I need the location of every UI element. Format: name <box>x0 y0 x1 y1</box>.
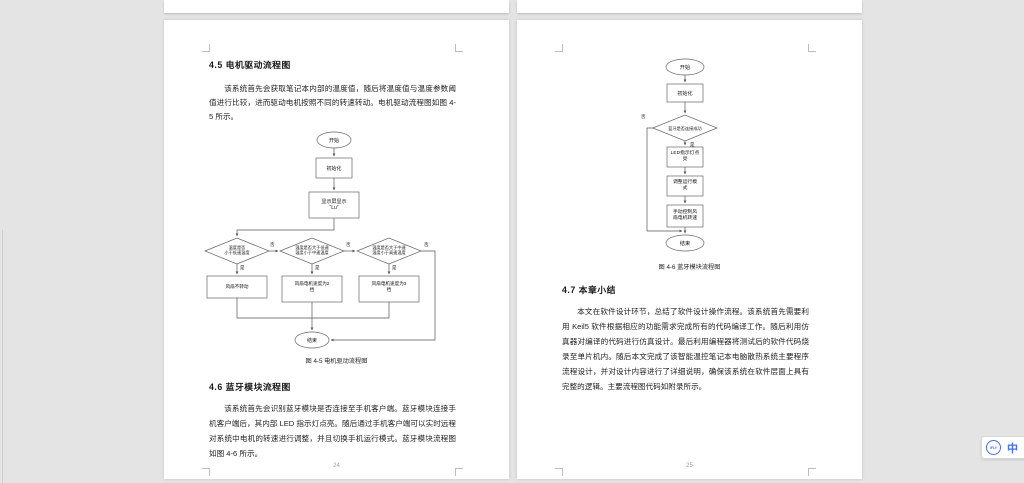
paragraph-4-6[interactable]: 该系统首先会识别蓝牙模块是否连接至手机客户端。蓝牙模块连接手机客户端后，其内部 … <box>209 404 456 458</box>
bluetooth-flowchart[interactable]: 开始 初始化 蓝牙是否连接成功 否 是 LED指示灯点 亮 调整运行模 式 手动… <box>640 57 750 272</box>
node-display[interactable]: 显示屏显示 “Lu” <box>321 199 347 211</box>
margin-mark-top-left <box>202 44 210 52</box>
previous-page-bottom-right[interactable] <box>517 0 862 13</box>
node-end[interactable]: 结束 <box>679 240 691 247</box>
motor-drive-flowchart[interactable]: 开始 初始化 显示屏显示 “Lu” 温度是否 小于低速温度 温度是否大于低速 温… <box>191 130 491 365</box>
branch-yes-2: 是 <box>315 265 320 270</box>
figure-caption-4-6: 图 4-6 蓝牙模块流程图 <box>658 264 721 271</box>
branch-no-3: 否 <box>424 242 429 247</box>
section-heading-4-5[interactable]: 4.5 电机驱动流程图 <box>209 60 291 70</box>
node-fan-off[interactable]: 风扇不转动 <box>225 284 249 289</box>
ime-chinese-mode-toggle[interactable]: 中 <box>1007 442 1018 455</box>
margin-mark-top-right <box>455 44 463 52</box>
margin-mark-top-right <box>808 44 816 52</box>
page-number-24: 24 <box>333 463 340 469</box>
page-number-25: 25 <box>686 463 693 469</box>
node-fan-speed-3[interactable]: 风扇电机速度为3 挡 <box>371 281 407 292</box>
branch-no: 否 <box>641 114 646 119</box>
ifly-logo-icon[interactable]: iFLY <box>986 440 1001 455</box>
document-page-25[interactable]: 开始 初始化 蓝牙是否连接成功 否 是 LED指示灯点 亮 调整运行模 式 手动… <box>517 20 862 479</box>
document-page-24[interactable]: 4.5 电机驱动流程图 该系统首先会获取笔记本内部的温度值，随后将温度值与温度参… <box>164 20 509 479</box>
node-led-on[interactable]: LED指示灯点 亮 <box>670 151 700 162</box>
margin-mark-bottom-left <box>202 468 210 476</box>
node-adjust-mode[interactable]: 调整运行模 式 <box>673 180 697 191</box>
margin-mark-bottom-right <box>455 468 463 476</box>
left-panel-divider <box>2 230 3 483</box>
branch-no-2: 否 <box>346 242 351 247</box>
node-start[interactable]: 开始 <box>328 137 339 144</box>
section-heading-4-7[interactable]: 4.7 本章小结 <box>562 285 616 295</box>
ime-toolbar[interactable]: iFLY 中 <box>981 436 1024 459</box>
branch-no-1: 否 <box>270 242 275 247</box>
margin-mark-top-left <box>555 44 563 52</box>
branch-yes-1: 是 <box>240 265 245 270</box>
node-decision-1[interactable]: 温度是否 小于低速温度 <box>224 245 250 255</box>
branch-yes-3: 是 <box>392 265 397 270</box>
node-end[interactable]: 结束 <box>306 337 317 344</box>
node-decision-3[interactable]: 温度是否大于中速 温度小于高速温度 <box>372 245 406 255</box>
flowchart-shapes <box>646 58 718 252</box>
branch-yes: 是 <box>690 142 695 147</box>
paragraph-4-7[interactable]: 本文在软件设计环节，总结了软件设计操作流程。该系统首先需要利用 Keil5 软件… <box>562 307 809 391</box>
figure-caption-4-5: 图 4-5 电机驱动流程图 <box>305 358 368 365</box>
node-init[interactable]: 初始化 <box>326 166 342 172</box>
paragraph-4-5[interactable]: 该系统首先会获取笔记本内部的温度值，随后将温度值与温度参数阈值进行比较，进而驱动… <box>209 84 456 121</box>
node-fan-speed-2[interactable]: 风扇电机速度为2 挡 <box>294 281 330 292</box>
node-init[interactable]: 初始化 <box>677 91 693 97</box>
previous-page-bottom-left[interactable] <box>164 0 509 13</box>
node-decision-2[interactable]: 温度是否大于低速 温度小于中速温度 <box>295 245 329 255</box>
node-manual-control[interactable]: 手动控制风 扇电机转速 <box>673 210 697 221</box>
node-start[interactable]: 开始 <box>679 64 691 71</box>
flowchart-shapes <box>204 131 436 349</box>
node-decision-bt-connected[interactable]: 蓝牙是否连接成功 <box>668 125 702 131</box>
margin-mark-bottom-left <box>555 468 563 476</box>
section-heading-4-6[interactable]: 4.6 蓝牙模块流程图 <box>209 382 291 392</box>
margin-mark-bottom-right <box>808 468 816 476</box>
